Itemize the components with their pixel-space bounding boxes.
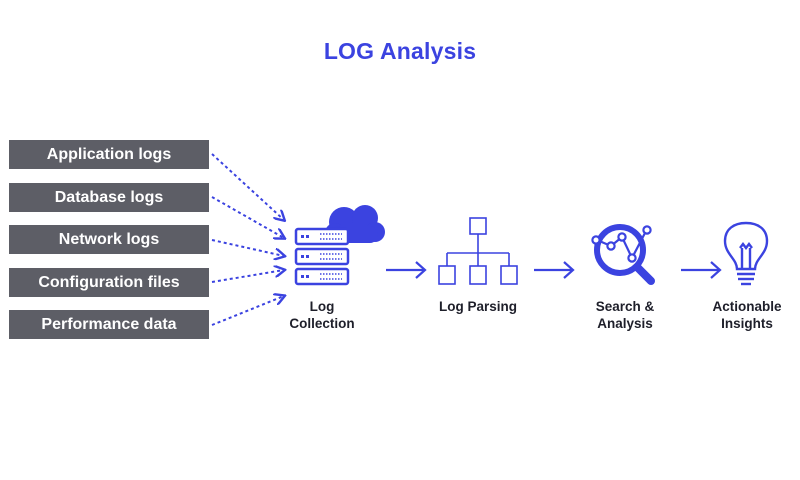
source-performance-data: Performance data: [9, 310, 209, 339]
stage-log-collection-line1: Log: [309, 299, 335, 314]
stage-search-analysis-line1: Search &: [595, 299, 655, 314]
lightbulb-icon: [723, 221, 769, 286]
connector-network: [211, 239, 284, 256]
magnifier-chart-icon: [591, 224, 655, 285]
stage-log-parsing-label: Log Parsing: [428, 298, 528, 315]
stage-search-analysis-label: Search & Analysis: [575, 298, 675, 332]
connector-performance: [211, 296, 284, 326]
diagram-title: LOG Analysis: [323, 38, 477, 64]
server-cloud-icon: [294, 205, 385, 286]
stage-log-collection-label: Log Collection: [272, 298, 372, 332]
connector-database: [211, 196, 284, 238]
hierarchy-icon: [438, 217, 518, 285]
connector-configuration: [211, 270, 284, 283]
stage-actionable-insights-label: Actionable Insights: [697, 298, 797, 332]
arrow-parsing-to-search: [534, 261, 575, 279]
source-database-logs: Database logs: [9, 182, 209, 212]
stage-log-parsing-line1: Log Parsing: [438, 299, 517, 314]
source-application-logs: Application logs: [9, 140, 209, 169]
source-network-logs: Network logs: [9, 225, 209, 254]
arrow-search-to-insights: [681, 261, 722, 279]
connector-application: [211, 153, 284, 220]
source-configuration-files: Configuration files: [9, 267, 209, 297]
log-sources: Application logs Database logs Network l…: [9, 140, 209, 353]
source-connectors: [211, 153, 284, 326]
stage-log-collection-line2: Collection: [289, 316, 355, 331]
stage-actionable-insights-line1: Actionable: [712, 299, 782, 314]
stage-search-analysis-line2: Analysis: [597, 316, 653, 331]
stage-actionable-insights-line2: Insights: [721, 316, 773, 331]
arrow-collection-to-parsing: [386, 261, 427, 279]
